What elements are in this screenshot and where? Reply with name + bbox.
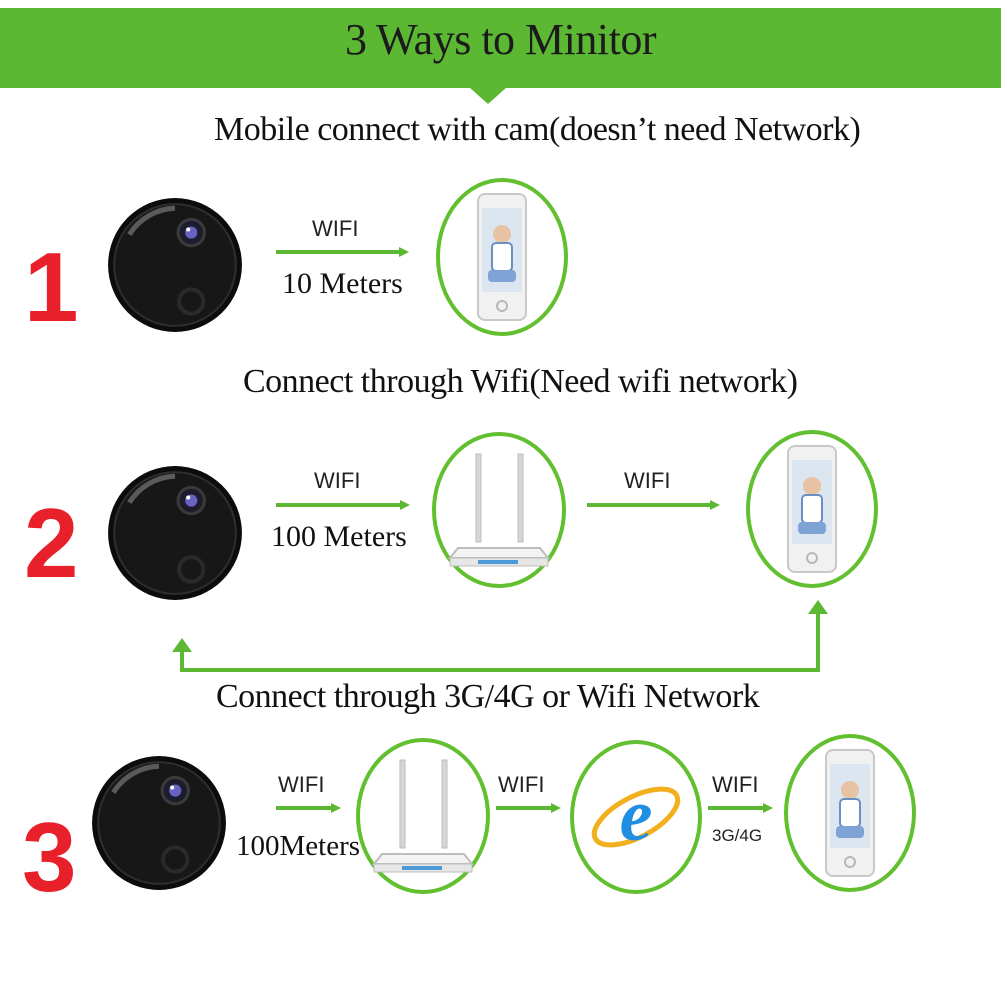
method-2-link1-label: WIFI xyxy=(314,468,360,494)
method-2-heading: Connect through Wifi(Need wifi network) xyxy=(243,363,797,401)
camera-icon xyxy=(104,194,246,336)
method-3-number: 3 xyxy=(22,808,77,906)
method-3-link3-label: WIFI xyxy=(712,772,758,798)
router-icon xyxy=(360,742,486,890)
method-3-link1-label: WIFI xyxy=(278,772,324,798)
method-2-number: 2 xyxy=(24,494,79,592)
camera-icon xyxy=(88,752,230,894)
method-2-link2-label: WIFI xyxy=(624,468,670,494)
return-connector xyxy=(182,614,818,670)
router-ring xyxy=(432,432,566,588)
internet-ring: e xyxy=(570,740,702,894)
phone-ring xyxy=(436,178,568,336)
router-icon xyxy=(436,436,562,584)
method-3-link2-label: WIFI xyxy=(498,772,544,798)
method-1-number: 1 xyxy=(24,238,79,336)
internet-explorer-icon: e xyxy=(574,744,698,890)
phone-icon xyxy=(750,434,874,584)
phone-ring xyxy=(784,734,916,892)
router-ring xyxy=(356,738,490,894)
method-3-link3-sub: 3G/4G xyxy=(712,826,762,846)
method-1-heading: Mobile connect with cam(doesn’t need Net… xyxy=(214,111,860,149)
phone-icon xyxy=(788,738,912,888)
return-arrowhead-left xyxy=(172,638,192,652)
svg-text:e: e xyxy=(620,775,653,857)
camera-icon xyxy=(104,462,246,604)
method-1-range: 10 Meters xyxy=(282,267,403,301)
phone-icon xyxy=(440,182,564,332)
method-2-range: 100 Meters xyxy=(271,520,407,554)
phone-ring xyxy=(746,430,878,588)
method-1-link-label: WIFI xyxy=(312,216,358,242)
method-3-heading: Connect through 3G/4G or Wifi Network xyxy=(216,678,759,716)
return-arrowhead-right xyxy=(808,600,828,614)
method-3-range: 100Meters xyxy=(236,830,360,863)
